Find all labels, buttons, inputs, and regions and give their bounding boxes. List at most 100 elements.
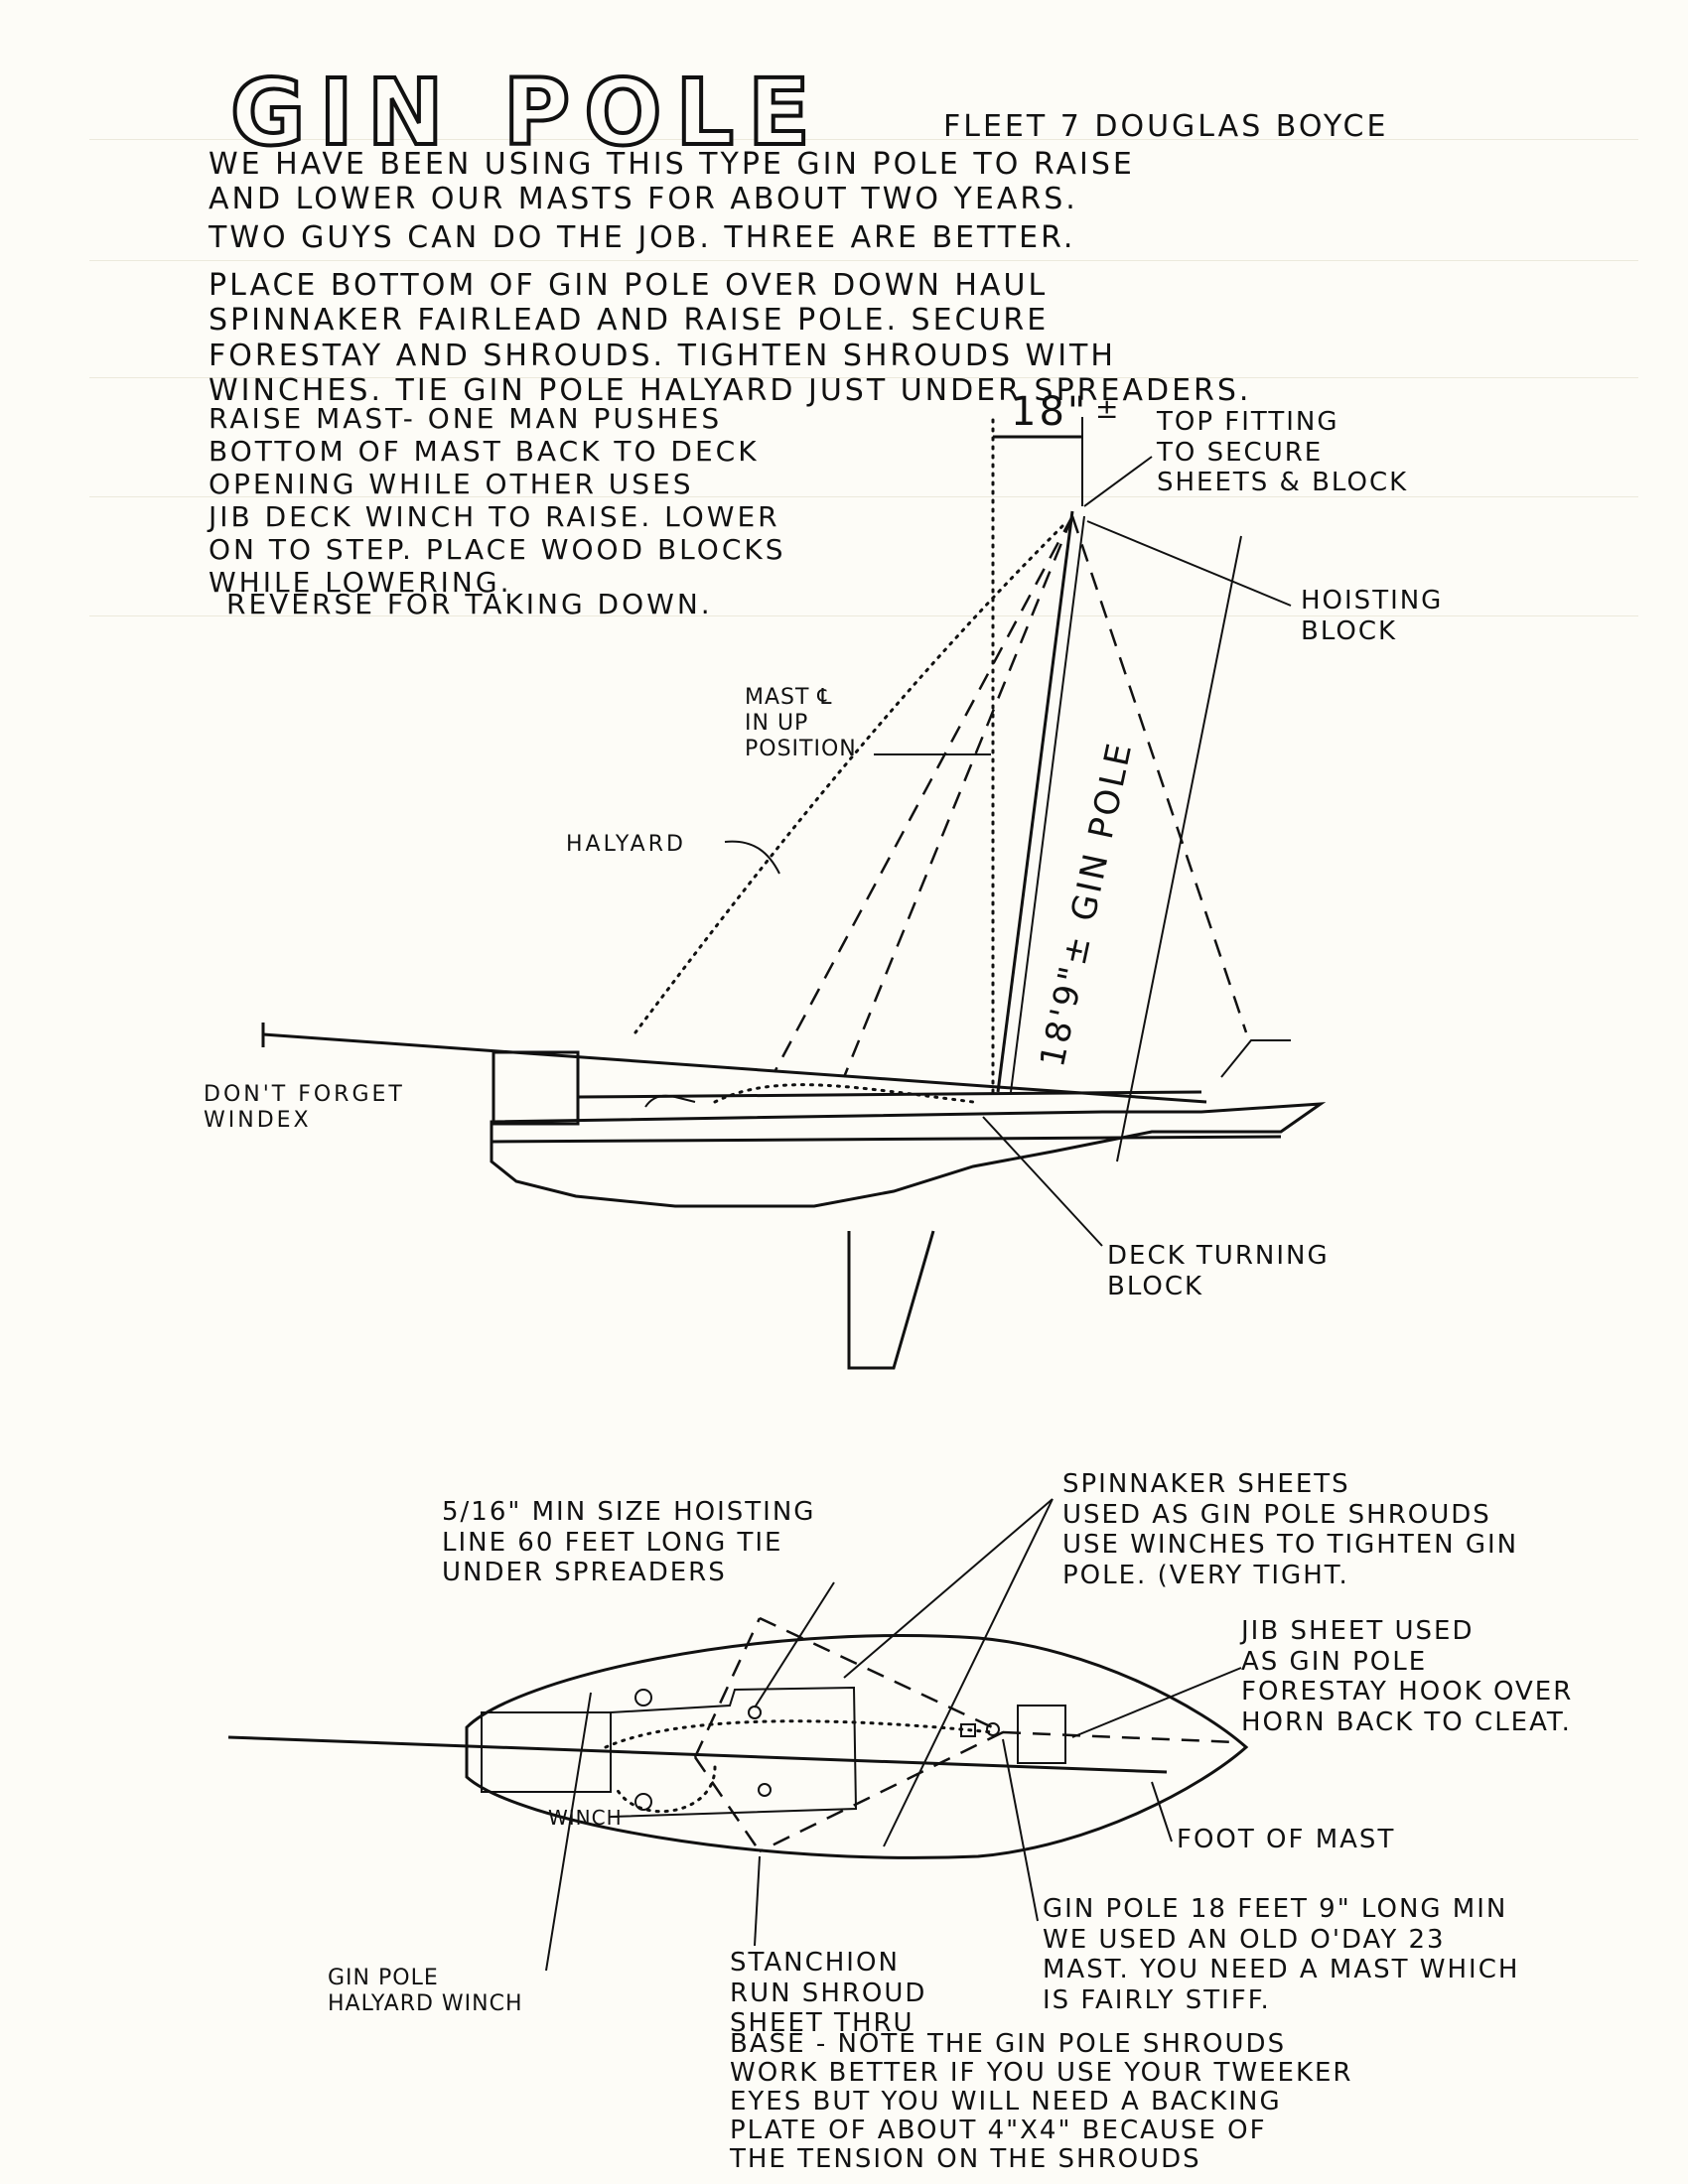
label-line: RUN SHROUD — [730, 1978, 927, 2008]
setup-line: FORESTAY AND SHROUDS. TIGHTEN SHROUDS WI… — [209, 338, 1116, 373]
boom — [262, 1032, 1207, 1104]
label-line: USE WINCHES TO TIGHTEN GIN — [1062, 1530, 1519, 1561]
spin-sheet-leader-b — [883, 1498, 1054, 1847]
transom-cockpit — [492, 1050, 580, 1126]
paper-rule — [89, 496, 1638, 497]
hoisting-block-label: HOISTING BLOCK — [1301, 586, 1443, 646]
hoisting-block-leader — [1086, 520, 1292, 607]
halyard-line — [633, 524, 1064, 1034]
stanchion-leader — [754, 1855, 761, 1947]
setup-line: SPINNAKER FAIRLEAD AND RAISE POLE. SECUR… — [209, 303, 1050, 339]
halyard-leader — [724, 840, 780, 875]
label-line: HOISTING — [1301, 586, 1444, 615]
label-line: DECK TURNING — [1107, 1241, 1330, 1271]
foot-block-icon — [986, 1722, 1000, 1736]
mast-step-icon — [960, 1723, 976, 1737]
gin-pole — [996, 510, 1074, 1093]
stanchion-base-icon — [748, 1706, 762, 1719]
plan-forestay — [1002, 1730, 1237, 1744]
label-line: STANCHION — [730, 1948, 900, 1978]
gin-pole-foot-leader — [1002, 1738, 1039, 1922]
setup-text: PLACE BOTTOM OF GIN POLE OVER DOWN HAUL … — [209, 268, 1251, 409]
label-line: TOP FITTING — [1157, 407, 1339, 437]
hoisting-line-label: 5/16" MIN SIZE HOISTING LINE 60 FEET LON… — [442, 1497, 815, 1588]
label-line: SHEETS & BLOCK — [1157, 468, 1409, 498]
plan-halyard — [604, 1719, 995, 1749]
tiller — [644, 1094, 696, 1108]
stanchion-label: STANCHION RUN SHROUD SHEET THRU — [730, 1948, 926, 2039]
raise-line: ON TO STEP. PLACE WOOD BLOCKS — [209, 533, 786, 567]
label-line: WORK BETTER IF YOU USE YOUR TWEEKER — [730, 2058, 1353, 2089]
stanchion-base-icon — [758, 1783, 772, 1797]
raise-line: RAISE MAST- ONE MAN PUSHES — [209, 402, 723, 435]
label-line: FORESTAY HOOK OVER — [1241, 1677, 1574, 1707]
side-view-drawing — [261, 415, 1327, 1370]
label-line: BASE - NOTE THE GIN POLE SHROUDS — [730, 2029, 1287, 2059]
deck-block-label: DECK TURNING BLOCK — [1107, 1241, 1330, 1301]
label-line: IS FAIRLY STIFF. — [1043, 1985, 1271, 2016]
gin-pole-edge — [1010, 515, 1085, 1093]
page-title: GIN POLE — [228, 58, 824, 168]
label-line: POSITION — [745, 736, 857, 761]
halyard-label: HALYARD — [566, 832, 686, 857]
mast-up-label: MAST ℄ IN UP POSITION — [745, 685, 857, 762]
byline: FLEET 7 DOUGLAS BOYCE — [943, 109, 1389, 144]
bow-pulpit — [1220, 1039, 1291, 1078]
label-line: UNDER SPREADERS — [442, 1558, 727, 1588]
label-line: AS GIN POLE — [1241, 1646, 1428, 1677]
crew-note: TWO GUYS CAN DO THE JOB. THREE ARE BETTE… — [209, 220, 1076, 255]
spin-sheet-leader-a — [843, 1498, 1054, 1679]
keel — [847, 1230, 935, 1370]
label-line: DON'T FORGET — [204, 1082, 405, 1107]
setup-line: PLACE BOTTOM OF GIN POLE OVER DOWN HAUL — [209, 268, 1049, 303]
offset-dimension: 18" — [1011, 389, 1089, 435]
label-line: LINE 60 FEET LONG TIE — [442, 1527, 783, 1558]
paper-rule — [89, 615, 1638, 616]
label-line: HORN BACK TO CLEAT. — [1241, 1707, 1572, 1738]
label-line: USED AS GIN POLE SHROUDS — [1062, 1499, 1491, 1530]
raise-line: OPENING WHILE OTHER USES — [209, 468, 694, 501]
plan-shrouds — [759, 1616, 1006, 1853]
label-line: GIN POLE 18 FEET 9" LONG MIN — [1043, 1894, 1508, 1924]
deck-block-leader — [982, 1116, 1103, 1247]
label-line: HALYARD WINCH — [328, 1990, 523, 2016]
plan-aft-shroud-b — [693, 1756, 762, 1852]
sheer-line — [491, 1135, 1282, 1144]
jib-sheet-leader — [1071, 1667, 1242, 1738]
intro-line: WE HAVE BEEN USING THIS TYPE GIN POLE TO… — [209, 147, 1135, 182]
raise-line: BOTTOM OF MAST BACK TO DECK — [209, 435, 760, 469]
base-note: BASE - NOTE THE GIN POLE SHROUDS WORK BE… — [730, 2029, 1353, 2175]
reverse-note: REVERSE FOR TAKING DOWN. — [226, 588, 713, 620]
plan-halyard-winch-run — [614, 1765, 717, 1814]
label-line: PLATE OF ABOUT 4"X4" BECAUSE OF — [730, 2116, 1267, 2146]
gin-pole-note: GIN POLE 18 FEET 9" LONG MIN WE USED AN … — [1043, 1894, 1519, 2016]
label-line: IN UP — [745, 710, 809, 736]
label-line: BLOCK — [1107, 1271, 1204, 1301]
paper-rule — [89, 139, 1638, 140]
label-line: POLE. (VERY TIGHT. — [1062, 1561, 1349, 1591]
winch-label: WINCH — [548, 1806, 623, 1830]
raise-line: JIB DECK WINCH TO RAISE. LOWER — [209, 500, 780, 534]
hoist-line-leader — [754, 1581, 835, 1708]
foot-of-mast-label: FOOT OF MAST — [1177, 1825, 1396, 1854]
label-line: GIN POLE — [328, 1966, 439, 1990]
spinnaker-sheets-label: SPINNAKER SHEETS USED AS GIN POLE SHROUD… — [1062, 1469, 1518, 1591]
label-line: JIB SHEET USED — [1241, 1616, 1475, 1646]
foot-leader — [1151, 1781, 1173, 1843]
winch-icon — [634, 1689, 652, 1706]
label-line: MAST ℄ — [745, 685, 833, 710]
forestay — [1070, 515, 1248, 1033]
plus-minus: ± — [1095, 392, 1122, 425]
label-line: WE USED AN OLD O'DAY 23 — [1043, 1924, 1446, 1955]
halyard-winch-label: GIN POLE HALYARD WINCH — [328, 1966, 523, 2017]
hull — [490, 1102, 1327, 1208]
label-line: EYES BUT YOU WILL NEED A BACKING — [730, 2087, 1282, 2117]
mid-shroud — [842, 515, 1074, 1078]
pole-length-dimension — [1116, 535, 1242, 1162]
label-line: 5/16" MIN SIZE HOISTING — [442, 1497, 816, 1527]
cabin — [610, 1686, 858, 1818]
setup-line: WINCHES. TIE GIN POLE HALYARD JUST UNDER… — [209, 373, 1252, 409]
label-line: BLOCK — [1301, 615, 1398, 646]
label-line: SPINNAKER SHEETS — [1062, 1469, 1350, 1499]
